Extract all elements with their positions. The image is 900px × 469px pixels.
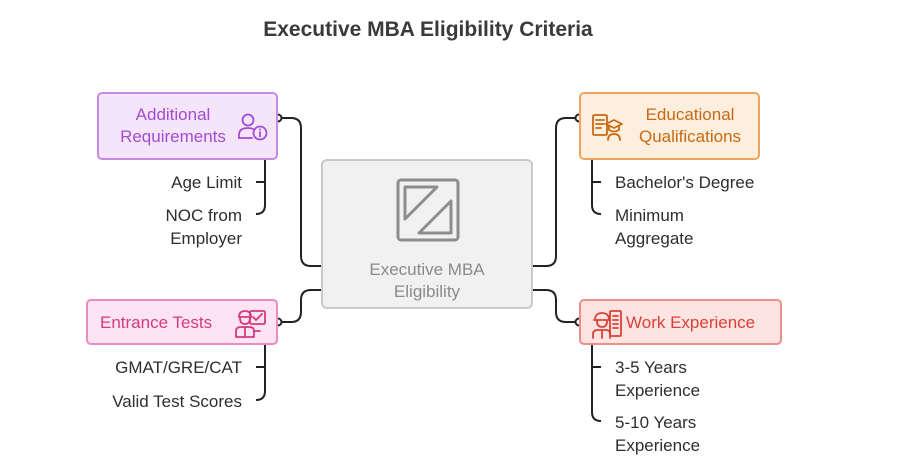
diagram-title: Executive MBA Eligibility Criteria xyxy=(263,18,593,41)
branch-additional-requirements: Additional Requirements xyxy=(97,92,278,160)
item-line: Experience xyxy=(615,436,701,455)
graduate-certificate-icon xyxy=(592,114,623,141)
item-line: GMAT/GRE/CAT xyxy=(115,358,242,377)
list-item: Age Limit xyxy=(140,171,242,194)
item-line: Bachelor's Degree xyxy=(615,173,755,192)
center-label-line2: Eligibility xyxy=(393,282,461,301)
branch-label-line1: Additional xyxy=(135,105,211,124)
test-taker-icon xyxy=(235,310,266,338)
center-label-line1: Executive MBA xyxy=(369,260,485,279)
item-line: Age Limit xyxy=(171,173,242,192)
item-line: Experience xyxy=(615,381,701,400)
center-node: Executive MBA Eligibility xyxy=(321,159,533,309)
item-line: Minimum xyxy=(615,206,684,225)
item-line: Aggregate xyxy=(615,229,694,248)
center-label: Executive MBA Eligibility xyxy=(323,259,531,303)
list-item: GMAT/GRE/CAT xyxy=(70,356,242,379)
item-line: Employer xyxy=(170,229,242,248)
worker-office-icon xyxy=(592,310,622,339)
list-item: Valid Test Scores xyxy=(70,390,242,413)
branch-entrance-tests: Entrance Tests xyxy=(86,299,278,345)
item-line: Valid Test Scores xyxy=(112,392,242,411)
diagonal-split-square-icon xyxy=(396,178,460,242)
branch-label-line1: Educational xyxy=(645,105,735,124)
branch-label: Entrance Tests xyxy=(100,313,213,332)
list-item: 5-10 Years Experience xyxy=(615,411,700,457)
branch-label-line2: Requirements xyxy=(120,127,226,146)
branch-educational-qualifications: Educational Qualifications xyxy=(579,92,760,160)
branch-label: Work Experience xyxy=(626,313,756,332)
branch-work-experience: Work Experience xyxy=(579,299,782,345)
person-info-icon xyxy=(238,113,268,141)
list-item: NOC from Employer xyxy=(140,204,243,250)
branch-label: Educational Qualifications xyxy=(625,104,755,148)
item-line: NOC from xyxy=(165,206,243,225)
list-item: Minimum Aggregate xyxy=(615,204,693,250)
item-line: 3-5 Years xyxy=(615,358,687,377)
list-item: Bachelor's Degree xyxy=(615,171,754,194)
item-line: 5-10 Years xyxy=(615,413,697,432)
branch-label: Additional Requirements xyxy=(107,104,239,148)
branch-label-line2: Qualifications xyxy=(638,127,742,146)
list-item: 3-5 Years Experience xyxy=(615,356,700,402)
